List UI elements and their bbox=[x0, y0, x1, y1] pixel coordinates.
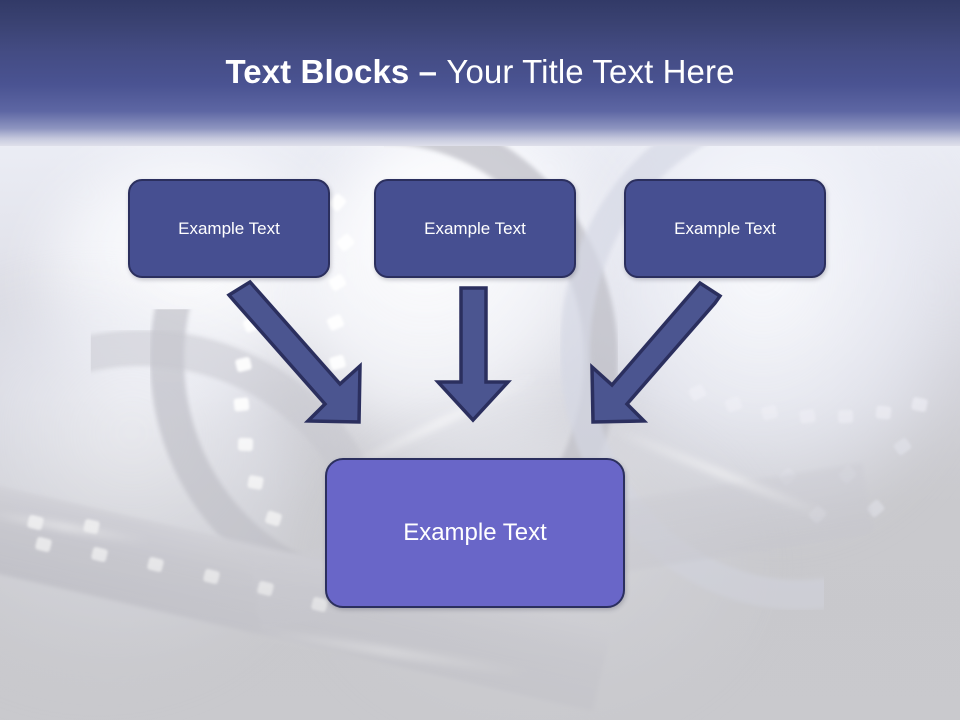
page-title: Text Blocks – Your Title Text Here bbox=[0, 52, 960, 92]
text-block-result[interactable]: Example Text bbox=[325, 458, 625, 608]
text-block-result-label: Example Text bbox=[403, 519, 547, 546]
text-block-1-label: Example Text bbox=[178, 218, 280, 238]
page-title-rest: Your Title Text Here bbox=[446, 53, 735, 90]
page-title-separator: – bbox=[418, 53, 447, 90]
text-block-2-label: Example Text bbox=[424, 218, 526, 238]
text-block-3[interactable]: Example Text bbox=[624, 179, 826, 278]
page-title-strong: Text Blocks bbox=[225, 53, 419, 90]
text-block-2[interactable]: Example Text bbox=[374, 179, 576, 278]
text-block-1[interactable]: Example Text bbox=[128, 179, 330, 278]
title-band: Text Blocks – Your Title Text Here bbox=[0, 0, 960, 146]
text-block-3-label: Example Text bbox=[674, 218, 776, 238]
